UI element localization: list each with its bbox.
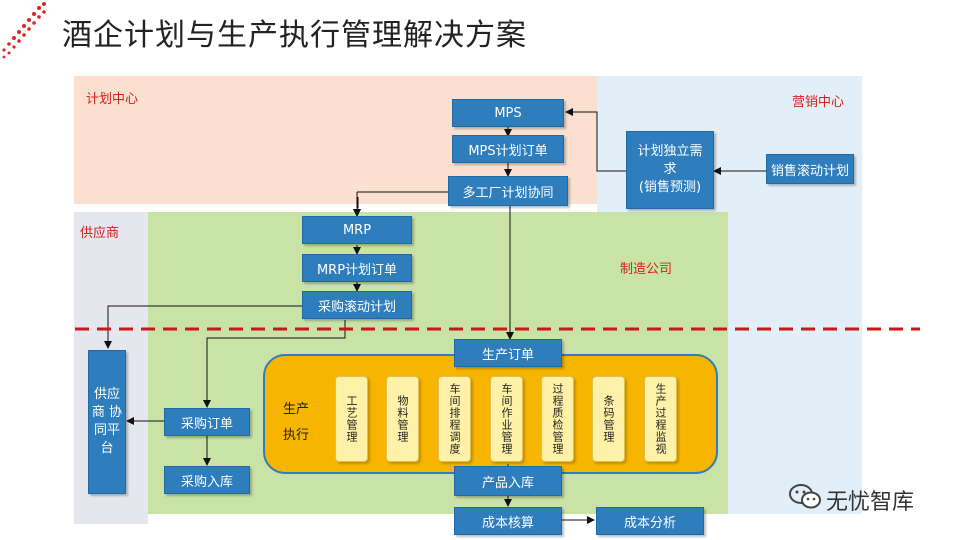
exec-item-process[interactable]: 工艺管理 <box>335 376 368 462</box>
exec-item-barcode[interactable]: 条码管理 <box>592 376 625 462</box>
exec-item-scheduling[interactable]: 车间排程调度 <box>438 376 471 462</box>
mps-plan-order-node[interactable]: MPS计划订单 <box>452 135 564 163</box>
exec-item-workshop[interactable]: 车间作业管理 <box>490 376 523 462</box>
wechat-icon <box>789 484 821 509</box>
exec-item-material[interactable]: 物料管理 <box>386 376 419 462</box>
purchase-rolling-plan-node[interactable]: 采购滚动计划 <box>302 291 412 319</box>
manufacturing-label: 制造公司 <box>620 262 673 277</box>
product-inbound-node[interactable]: 产品入库 <box>454 466 562 496</box>
purchase-inbound-node[interactable]: 采购入库 <box>164 466 250 494</box>
cost-accounting-node[interactable]: 成本核算 <box>454 507 562 535</box>
cost-analysis-node[interactable]: 成本分析 <box>596 507 704 535</box>
marketing-center-label: 营销中心 <box>792 95 845 110</box>
execution-label-line2: 执行 <box>283 428 310 443</box>
production-order-node[interactable]: 生产订单 <box>454 339 562 367</box>
multi-factory-coordination-node[interactable]: 多工厂计划协同 <box>448 176 568 206</box>
exec-item-quality[interactable]: 过程质检管理 <box>541 376 574 462</box>
independent-demand-node[interactable]: 计划独立需求 (销售预测) <box>626 131 714 209</box>
mps-node[interactable]: MPS <box>452 99 564 127</box>
plan-center-label: 计划中心 <box>86 92 139 107</box>
page-title: 酒企计划与生产执行管理解决方案 <box>62 18 527 53</box>
mrp-node[interactable]: MRP <box>302 216 412 244</box>
corner-dots-logo <box>2 2 46 59</box>
watermark-text: 无忧智库 <box>826 490 915 515</box>
supplier-platform-node[interactable]: 供应 商 协 同平 台 <box>88 350 126 494</box>
execution-label-line1: 生产 <box>283 402 310 417</box>
supplier-label: 供应商 <box>80 226 120 241</box>
purchase-order-node[interactable]: 采购订单 <box>164 408 250 436</box>
sales-rolling-plan-node[interactable]: 销售滚动计划 <box>766 154 854 184</box>
exec-item-monitor[interactable]: 生产过程监视 <box>644 376 677 462</box>
mrp-plan-order-node[interactable]: MRP计划订单 <box>302 254 412 282</box>
